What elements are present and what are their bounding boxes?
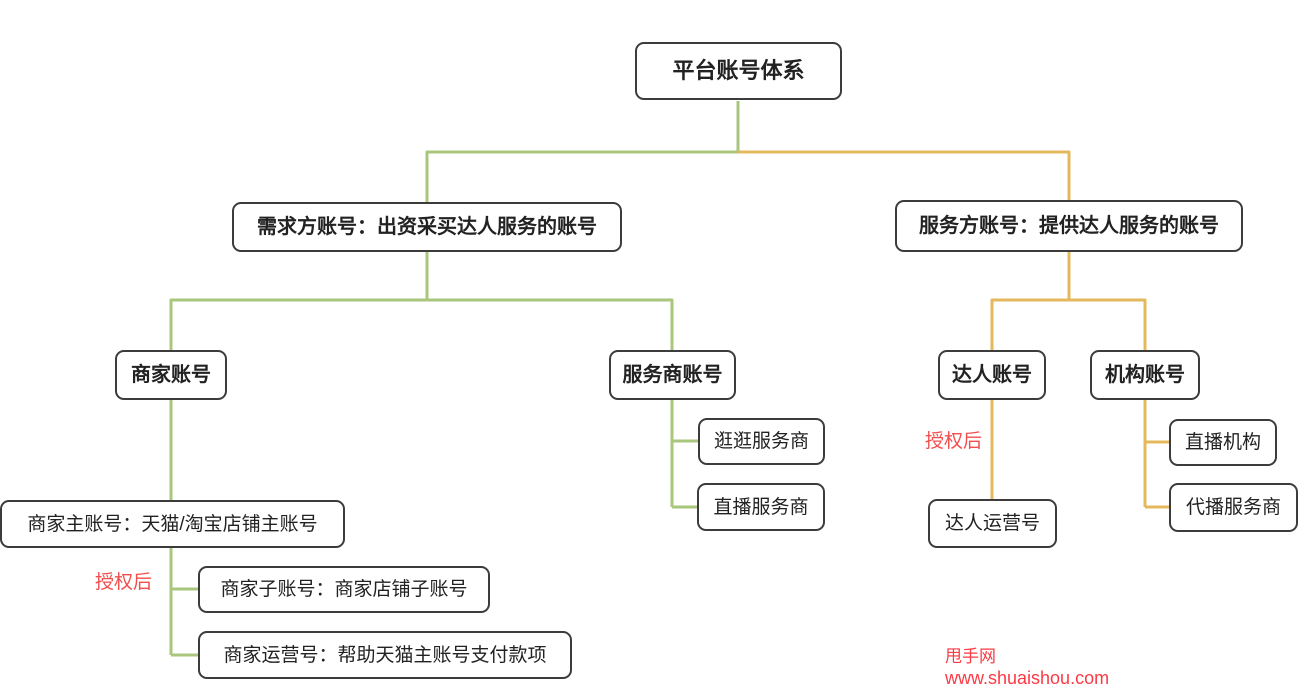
- node-merchant-account: 商家账号: [115, 350, 227, 400]
- node-service-side-account: 服务方账号：提供达人服务的账号: [895, 200, 1243, 252]
- node-merchant-sub-account: 商家子账号：商家店铺子账号: [198, 566, 490, 613]
- root-to-service-connector: [738, 150, 1071, 200]
- watermark-site-url: www.shuaishou.com: [945, 668, 1110, 689]
- authorized-after-label-left: 授权后: [95, 572, 153, 593]
- node-proxy-live-service-provider: 代播服务商: [1169, 483, 1298, 532]
- node-merchant-main-account: 商家主账号：天猫/淘宝店铺主账号: [0, 500, 345, 548]
- watermark: 甩手网 www.shuaishou.com: [945, 646, 1109, 690]
- node-talent-account: 达人账号: [938, 350, 1046, 400]
- node-talent-operation-account: 达人运营号: [928, 499, 1057, 548]
- service-children-connector: [990, 298, 1147, 350]
- node-guangguang-service-provider: 逛逛服务商: [698, 418, 825, 465]
- root-to-demand-connector: [425, 101, 740, 202]
- node-demand-side-account: 需求方账号：出资采买达人服务的账号: [232, 202, 622, 252]
- node-live-service-provider: 直播服务商: [697, 483, 825, 531]
- node-platform-account-system: 平台账号体系: [635, 42, 842, 100]
- node-service-provider-account: 服务商账号: [609, 350, 736, 400]
- watermark-site-name: 甩手网: [945, 647, 996, 666]
- node-live-agency: 直播机构: [1169, 419, 1277, 466]
- demand-children-connector: [169, 298, 674, 350]
- node-merchant-operation-account: 商家运营号：帮助天猫主账号支付款项: [198, 631, 572, 679]
- node-agency-account: 机构账号: [1090, 350, 1200, 400]
- authorized-after-label-right: 授权后: [925, 431, 983, 452]
